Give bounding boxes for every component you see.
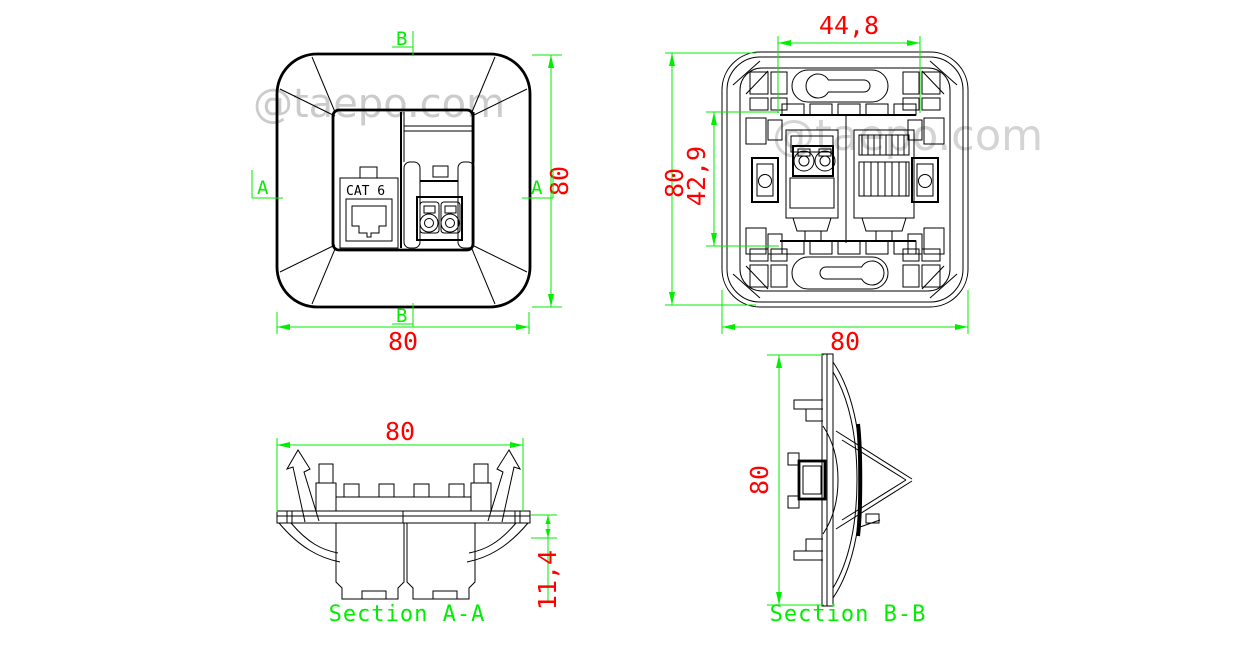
jack-label: CAT 6 — [346, 184, 385, 199]
lc-port-left — [419, 213, 439, 233]
front-dimensions: 80 80 A A B B — [251, 28, 574, 356]
section-bb-title: Section B-B — [770, 602, 927, 627]
back-view: 44,8 80 42,9 80 — [660, 11, 969, 356]
lc-adapter-rear — [785, 129, 839, 242]
snap-hook-left — [285, 449, 320, 523]
faceplate-outline — [275, 52, 532, 309]
dim-back-width: 80 — [830, 327, 860, 356]
section-marker-a-right: A — [531, 177, 543, 199]
section-bb-dimensions: 80 — [745, 354, 824, 606]
section-marker-b-bottom: B — [396, 305, 407, 327]
keyhole-slot-bottom — [819, 260, 885, 286]
watermark-left: @taepo.com — [253, 81, 505, 127]
dim-back-height: 80 — [660, 168, 689, 198]
section-aa-dimensions: 80 11,4 — [276, 417, 562, 610]
section-marker-a-left: A — [257, 177, 269, 199]
back-dimensions: 44,8 80 42,9 80 — [660, 11, 969, 356]
dim-front-height: 80 — [545, 166, 574, 196]
dim-back-slot-width: 44,8 — [819, 11, 879, 40]
faceplate-recess — [331, 108, 475, 252]
front-view: CAT 6 — [251, 28, 574, 356]
dim-aa-depth: 11,4 — [533, 550, 562, 610]
rj45-jack-rear — [853, 129, 915, 242]
section-aa-view: 80 11,4 Section A-A — [276, 417, 562, 627]
side-latches — [751, 157, 939, 203]
rj45-opening — [351, 205, 387, 238]
dim-back-inner-height: 42,9 — [682, 146, 711, 206]
back-outline — [721, 51, 969, 308]
section-marker-b-top: B — [396, 28, 407, 50]
dim-bb-height: 80 — [745, 465, 774, 495]
keystone-housing-right — [406, 523, 476, 600]
lc-duplex-adapter — [403, 112, 475, 249]
keyhole-slot-top — [805, 73, 871, 99]
dim-front-width: 80 — [388, 327, 418, 356]
lc-port-right — [440, 213, 460, 233]
section-bb-view: 80 Section B-B — [745, 353, 927, 627]
keystone-housing-left — [335, 523, 405, 600]
vent-grid — [745, 70, 945, 290]
dim-aa-width: 80 — [385, 417, 415, 446]
section-aa-title: Section A-A — [329, 602, 486, 627]
keystone-section-cut — [797, 459, 827, 501]
cat6-keystone-jack: CAT 6 — [339, 166, 399, 249]
snap-hook-right — [487, 449, 522, 523]
